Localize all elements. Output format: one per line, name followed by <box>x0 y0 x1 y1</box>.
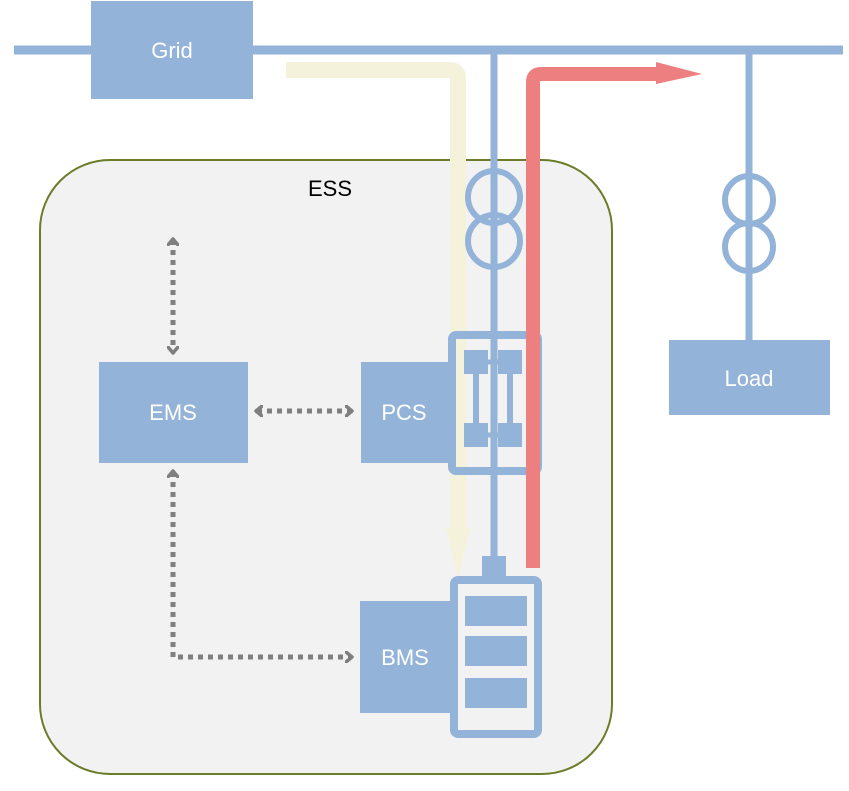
ems-label: EMS <box>149 400 197 425</box>
battery-terminal <box>482 556 506 578</box>
ess-label: ESS <box>308 176 352 201</box>
load-label: Load <box>725 366 774 391</box>
pcs-label: PCS <box>381 400 426 425</box>
charge-flow-arrow <box>286 62 466 540</box>
ems-bms-comm-arrow <box>173 472 351 657</box>
battery-icon <box>450 576 542 738</box>
discharge-flow-arrow <box>526 67 660 568</box>
transformer-icon <box>722 173 776 274</box>
pcs-box[interactable] <box>361 362 456 463</box>
grid-label: Grid <box>151 38 193 63</box>
bms-box[interactable] <box>360 601 456 713</box>
discharge-flow-arrowhead <box>656 62 702 84</box>
load-box[interactable] <box>669 340 830 415</box>
charge-flow-arrowhead <box>446 528 470 578</box>
grid-box[interactable] <box>91 1 253 99</box>
ems-box[interactable] <box>99 362 248 463</box>
bms-label: BMS <box>381 645 429 670</box>
transformer-icon <box>465 168 523 270</box>
